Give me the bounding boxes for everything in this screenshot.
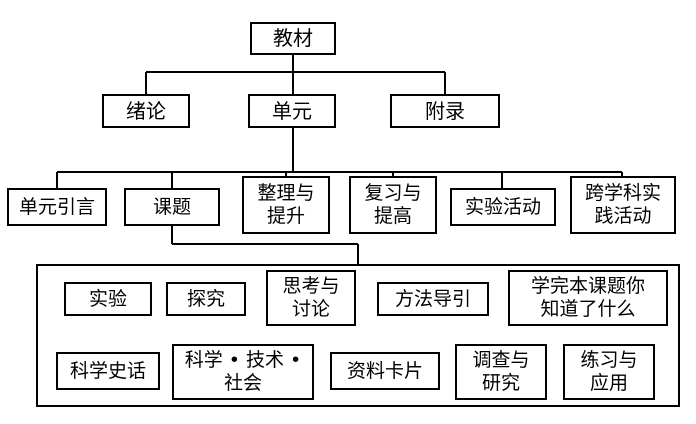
- node-unit-intro: 单元引言: [7, 188, 107, 226]
- node-interdisciplinary-practice: 跨学科实 践活动: [570, 176, 676, 234]
- node-review-and-improve: 整理与 提升: [242, 176, 330, 234]
- node-what-you-learned: 学完本课题你 知道了什么: [508, 270, 668, 326]
- node-experiment-activity: 实验活动: [450, 188, 556, 226]
- node-experiment: 实验: [64, 282, 152, 316]
- node-textbook: 教材: [250, 22, 336, 55]
- node-science-technology-society: 科学 • 技术 • 社会: [172, 344, 314, 400]
- node-practice-and-application: 练习与 应用: [563, 344, 655, 400]
- node-unit: 单元: [248, 94, 336, 128]
- node-introduction: 绪论: [102, 94, 190, 128]
- node-revision-and-raise: 复习与 提高: [349, 176, 437, 234]
- node-topic: 课题: [124, 188, 220, 226]
- node-inquiry: 探究: [166, 282, 246, 316]
- node-think-and-discuss: 思考与 讨论: [266, 270, 356, 326]
- node-method-guide: 方法导引: [377, 282, 489, 316]
- node-science-history: 科学史话: [56, 352, 160, 390]
- node-appendix: 附录: [390, 94, 500, 128]
- node-data-card: 资料卡片: [330, 352, 440, 390]
- node-survey-and-research: 调查与 研究: [455, 344, 547, 400]
- topic-components-container: [36, 264, 680, 407]
